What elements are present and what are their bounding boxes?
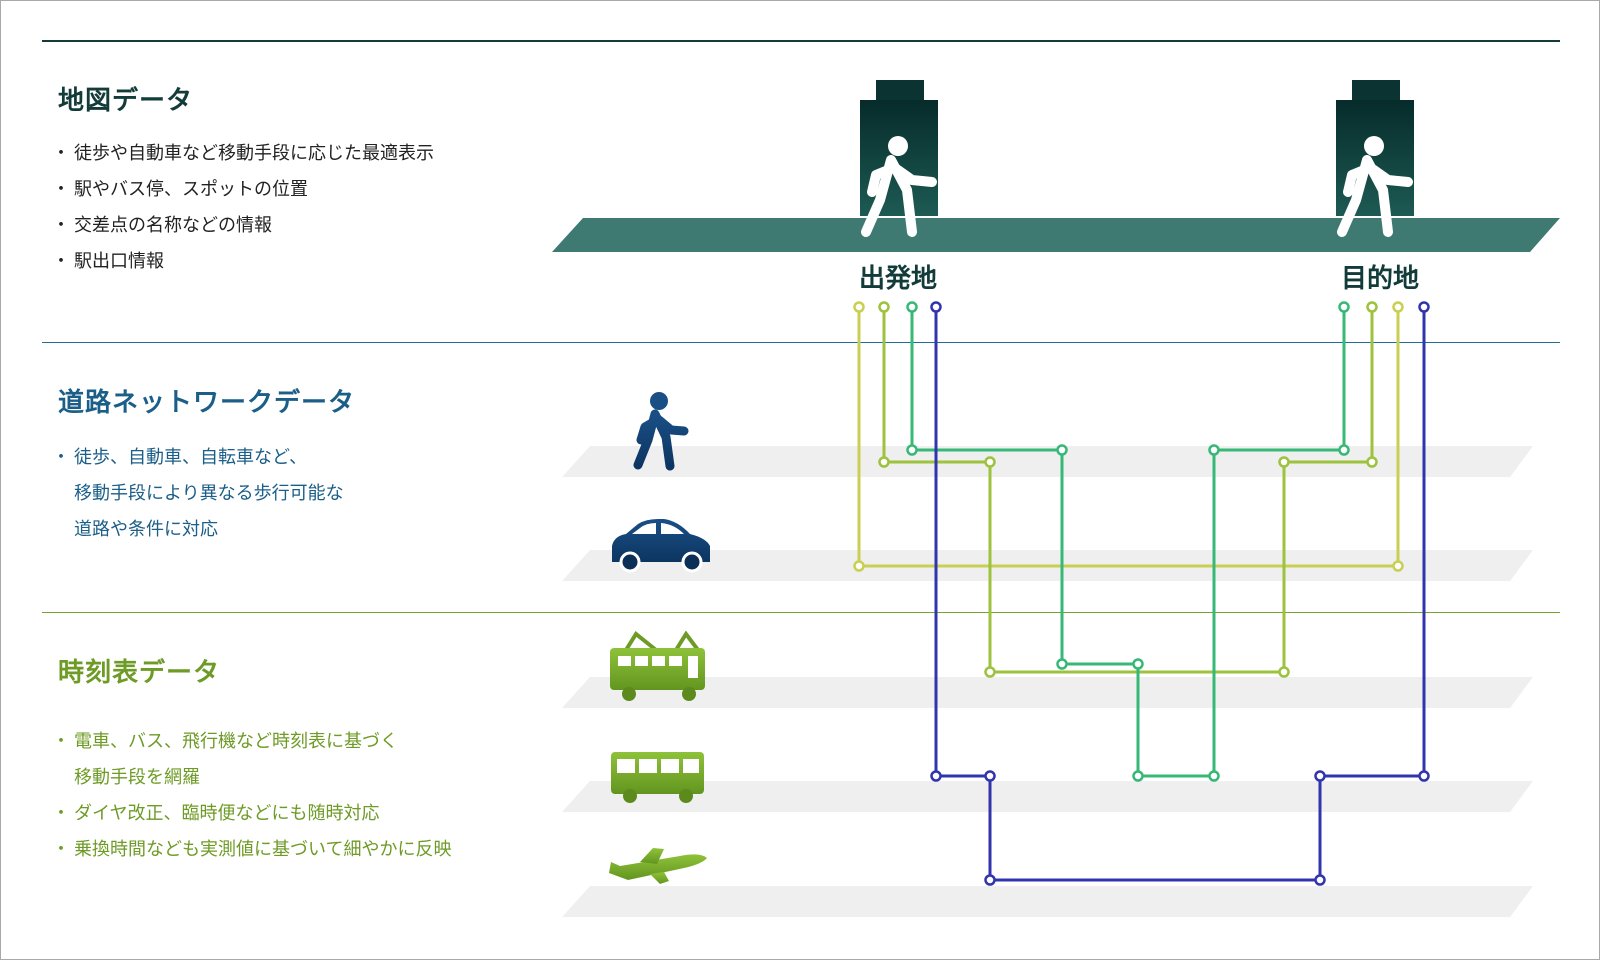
route-node bbox=[1132, 658, 1144, 670]
destination-label: 目的地 bbox=[1341, 263, 1419, 294]
timetable-title: 時刻表データ bbox=[58, 658, 221, 688]
train-icon bbox=[610, 630, 705, 701]
route-node bbox=[1314, 874, 1326, 886]
map-bullet: 駅やバス停、スポットの位置 bbox=[52, 172, 434, 208]
train-transfer-route-line bbox=[910, 307, 1346, 778]
route-node bbox=[984, 666, 996, 678]
map-bullet: 駅出口情報 bbox=[52, 244, 434, 280]
map-bullet: 徒歩や自動車など移動手段に応じた最適表示 bbox=[52, 136, 434, 172]
road-bullet-continuation: 道路や条件に対応 bbox=[74, 519, 218, 540]
road-section-divider bbox=[42, 342, 1560, 343]
route-node bbox=[984, 874, 996, 886]
route-node bbox=[1056, 444, 1068, 456]
train-band bbox=[562, 677, 1533, 708]
route-node bbox=[984, 770, 996, 782]
route-node bbox=[1418, 770, 1430, 782]
car-icon bbox=[612, 519, 710, 573]
route-node bbox=[1314, 770, 1326, 782]
road-bullet: 徒歩、自動車、自転車など、 bbox=[52, 440, 344, 476]
route-node bbox=[906, 301, 918, 313]
walk-road-band bbox=[562, 446, 1533, 477]
route-node bbox=[984, 456, 996, 468]
route-node bbox=[1208, 444, 1220, 456]
route-node bbox=[1418, 301, 1430, 313]
flight-route-line bbox=[934, 307, 1426, 882]
road-network-bullets: 徒歩、自動車、自転車など、 移動手段により異なる歩行可能な 道路や条件に対応 bbox=[52, 440, 344, 548]
timetable-section-divider bbox=[42, 612, 1560, 613]
route-node bbox=[1366, 301, 1378, 313]
route-node bbox=[930, 770, 942, 782]
car-route-line bbox=[857, 307, 1400, 568]
route-node bbox=[1278, 666, 1290, 678]
route-node bbox=[1056, 658, 1068, 670]
map-section-divider bbox=[42, 40, 1560, 42]
origin-walker-icon bbox=[860, 80, 938, 237]
route-node bbox=[1132, 770, 1144, 782]
route-node bbox=[1208, 770, 1220, 782]
route-node bbox=[1366, 456, 1378, 468]
route-node bbox=[906, 444, 918, 456]
route-node bbox=[1278, 456, 1290, 468]
airplane-band bbox=[562, 886, 1533, 917]
route-node bbox=[853, 560, 865, 572]
train-route-line bbox=[882, 307, 1374, 674]
timetable-bullet: 電車、バス、飛行機など時刻表に基づく bbox=[52, 724, 451, 760]
route-node bbox=[1338, 444, 1350, 456]
bus-band bbox=[562, 781, 1533, 812]
timetable-bullets: 電車、バス、飛行機など時刻表に基づく 移動手段を網羅 ダイヤ改正、臨時便などにも… bbox=[52, 724, 451, 868]
destination-walker-icon bbox=[1336, 80, 1414, 237]
route-node bbox=[1392, 560, 1404, 572]
origin-label: 出発地 bbox=[859, 264, 937, 294]
timetable-bullet-continuation: 移動手段を網羅 bbox=[74, 767, 200, 788]
map-data-bullets: 徒歩や自動車など移動手段に応じた最適表示 駅やバス停、スポットの位置 交差点の名… bbox=[52, 136, 434, 280]
route-node bbox=[878, 301, 890, 313]
route-node bbox=[930, 301, 942, 313]
walk-icon bbox=[633, 392, 689, 471]
timetable-bullet: 乗換時間なども実測値に基づいて細やかに反映 bbox=[52, 832, 451, 868]
bus-icon bbox=[611, 752, 704, 803]
route-node bbox=[1338, 301, 1350, 313]
map-layer-band bbox=[552, 218, 1560, 252]
timetable-bullet: ダイヤ改正、臨時便などにも随時対応 bbox=[52, 796, 451, 832]
map-bullet: 交差点の名称などの情報 bbox=[52, 208, 434, 244]
road-bullet-continuation: 移動手段により異なる歩行可能な bbox=[74, 483, 344, 504]
road-network-title: 道路ネットワークデータ bbox=[58, 388, 356, 418]
route-node bbox=[1392, 301, 1404, 313]
route-node bbox=[878, 456, 890, 468]
map-data-title: 地図データ bbox=[58, 86, 194, 116]
airplane-icon bbox=[609, 848, 707, 884]
route-node bbox=[853, 301, 865, 313]
